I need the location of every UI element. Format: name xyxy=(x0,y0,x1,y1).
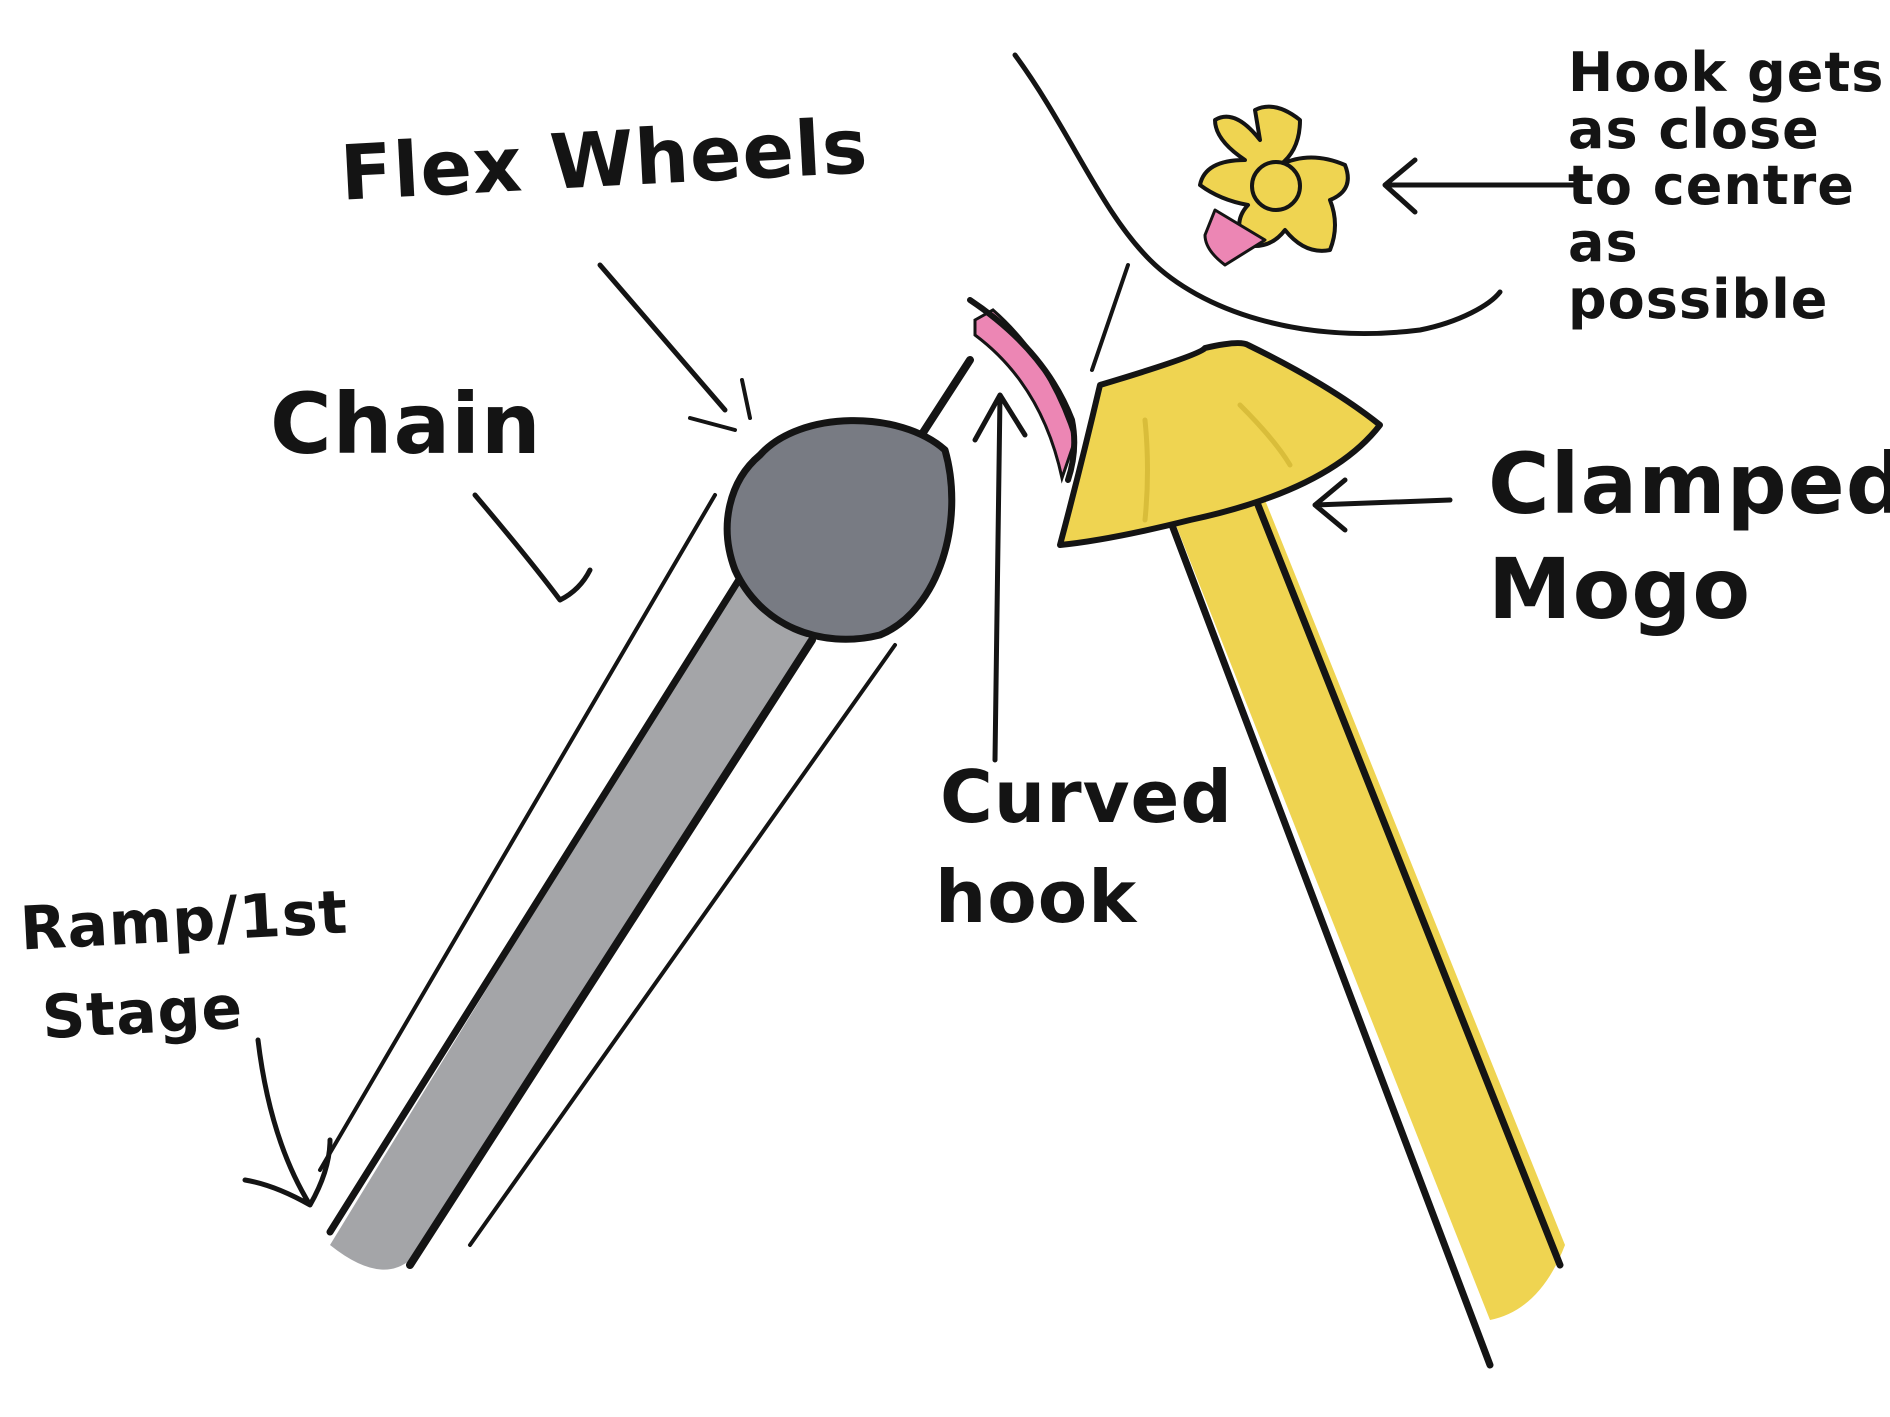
daffodil-doodle xyxy=(1198,104,1350,267)
arrow-clamped-mogo xyxy=(1312,477,1453,533)
arrow-chain xyxy=(472,492,593,603)
field-wall-curve xyxy=(1012,52,1503,336)
flex-wheel xyxy=(688,378,956,643)
arrow-curved-hook xyxy=(972,392,1028,763)
hook-guide-line xyxy=(1090,263,1130,372)
curved-hook xyxy=(967,297,1078,484)
label-clamped-line1: Clamped xyxy=(1488,435,1890,533)
label-ramp-line2: Stage xyxy=(40,972,245,1054)
ramp-first-stage xyxy=(318,493,897,1270)
arrow-ramp xyxy=(242,1037,333,1208)
ramp-body xyxy=(330,575,810,1270)
clamped-mogo xyxy=(1057,340,1565,1369)
label-ramp-line1: Ramp/1st xyxy=(18,877,350,965)
mogo-clamp-top xyxy=(1057,340,1383,548)
label-hook-note: Hook gets as close to centre as possible xyxy=(1568,41,1885,331)
annotation-arrows xyxy=(242,157,1583,1208)
label-curved-hook-line1: Curved xyxy=(940,755,1233,839)
label-curved-hook-line2: hook xyxy=(935,855,1138,939)
label-clamped-line2: Mogo xyxy=(1488,540,1752,638)
arrow-hook-note xyxy=(1382,157,1583,215)
arrow-flex-wheels xyxy=(597,262,728,413)
mogo-post xyxy=(1170,500,1565,1320)
label-chain: Chain xyxy=(270,375,542,473)
